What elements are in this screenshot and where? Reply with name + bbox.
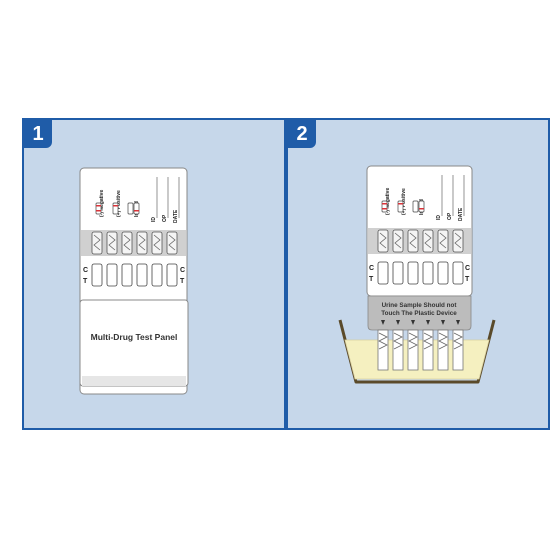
warning-text-line1: Urine Sample Should not [382, 302, 458, 309]
result-windows [91, 263, 178, 287]
legend-negative-label: (-) Negative [385, 188, 391, 215]
test-letter-right: T [180, 278, 185, 285]
op-field-label: OP [447, 212, 453, 220]
positive-window-icon [397, 200, 404, 213]
positive-window-icon [112, 202, 119, 215]
step-number-badge: 2 [288, 120, 316, 148]
device-lower-section [367, 295, 472, 331]
negative-test-line [382, 208, 387, 210]
negative-test-line [96, 210, 101, 212]
control-letter-left: C [83, 267, 88, 274]
negative-window-icon [381, 200, 388, 213]
dipping-illustration: (-) Negative (+) Positive Invalid ID OP … [338, 165, 496, 384]
control-letter-right: C [465, 265, 470, 272]
date-field-label: DATE [458, 207, 464, 221]
step-number-badge: 1 [24, 120, 52, 148]
legend-negative-label: (-) Negative [99, 190, 105, 217]
result-legend: (-) Negative (+) Positive Invalid [381, 188, 425, 215]
legend-positive-label: (+) Positive [116, 190, 122, 217]
test-letter-right: T [465, 276, 470, 283]
control-letter-right: C [180, 267, 185, 274]
result-windows [377, 261, 464, 285]
negative-control-line [96, 205, 101, 207]
dip-arrows [381, 320, 460, 325]
legend-positive-label: (+) Positive [401, 188, 407, 215]
step-2-panel: 2 (-) Negative (+) Positive Invalid ID O… [286, 118, 550, 430]
invalid-window-icon-1 [127, 202, 134, 215]
strip-labels [377, 229, 464, 253]
invalid-window-icon-2 [418, 200, 425, 213]
info-fields: ID OP DATE [436, 175, 465, 221]
info-fields: ID OP DATE [151, 177, 180, 223]
op-field-label: OP [162, 214, 168, 222]
invalid-test-line [419, 208, 424, 210]
negative-control-line [382, 203, 387, 205]
date-field-label: DATE [173, 209, 179, 223]
device-cap [79, 299, 189, 387]
positive-control-line [113, 205, 118, 207]
id-field-label: ID [151, 217, 157, 222]
invalid-window-icon-2 [133, 202, 140, 215]
control-letter-left: C [369, 265, 374, 272]
invalid-window-icon-1 [412, 200, 419, 213]
test-letter-left: T [83, 278, 88, 285]
invalid-test-line [134, 210, 139, 212]
id-field-label: ID [436, 215, 442, 220]
device-label-text: Multi-Drug Test Panel [91, 332, 178, 342]
test-strips [377, 329, 464, 371]
test-letter-left: T [369, 276, 374, 283]
test-device-illustration: (-) Negative (+) Positive Invalid ID OP … [79, 167, 189, 395]
positive-control-line [398, 203, 403, 205]
warning-text-line2: Touch The Plastic Device [381, 310, 457, 317]
result-legend: (-) Negative (+) Positive Invalid [95, 190, 140, 217]
step-1-panel: 1 (-) Negative (+) Positive Invalid ID O… [22, 118, 286, 430]
negative-window-icon [95, 202, 102, 215]
strip-labels [91, 231, 178, 255]
cap-shadow [82, 376, 186, 386]
